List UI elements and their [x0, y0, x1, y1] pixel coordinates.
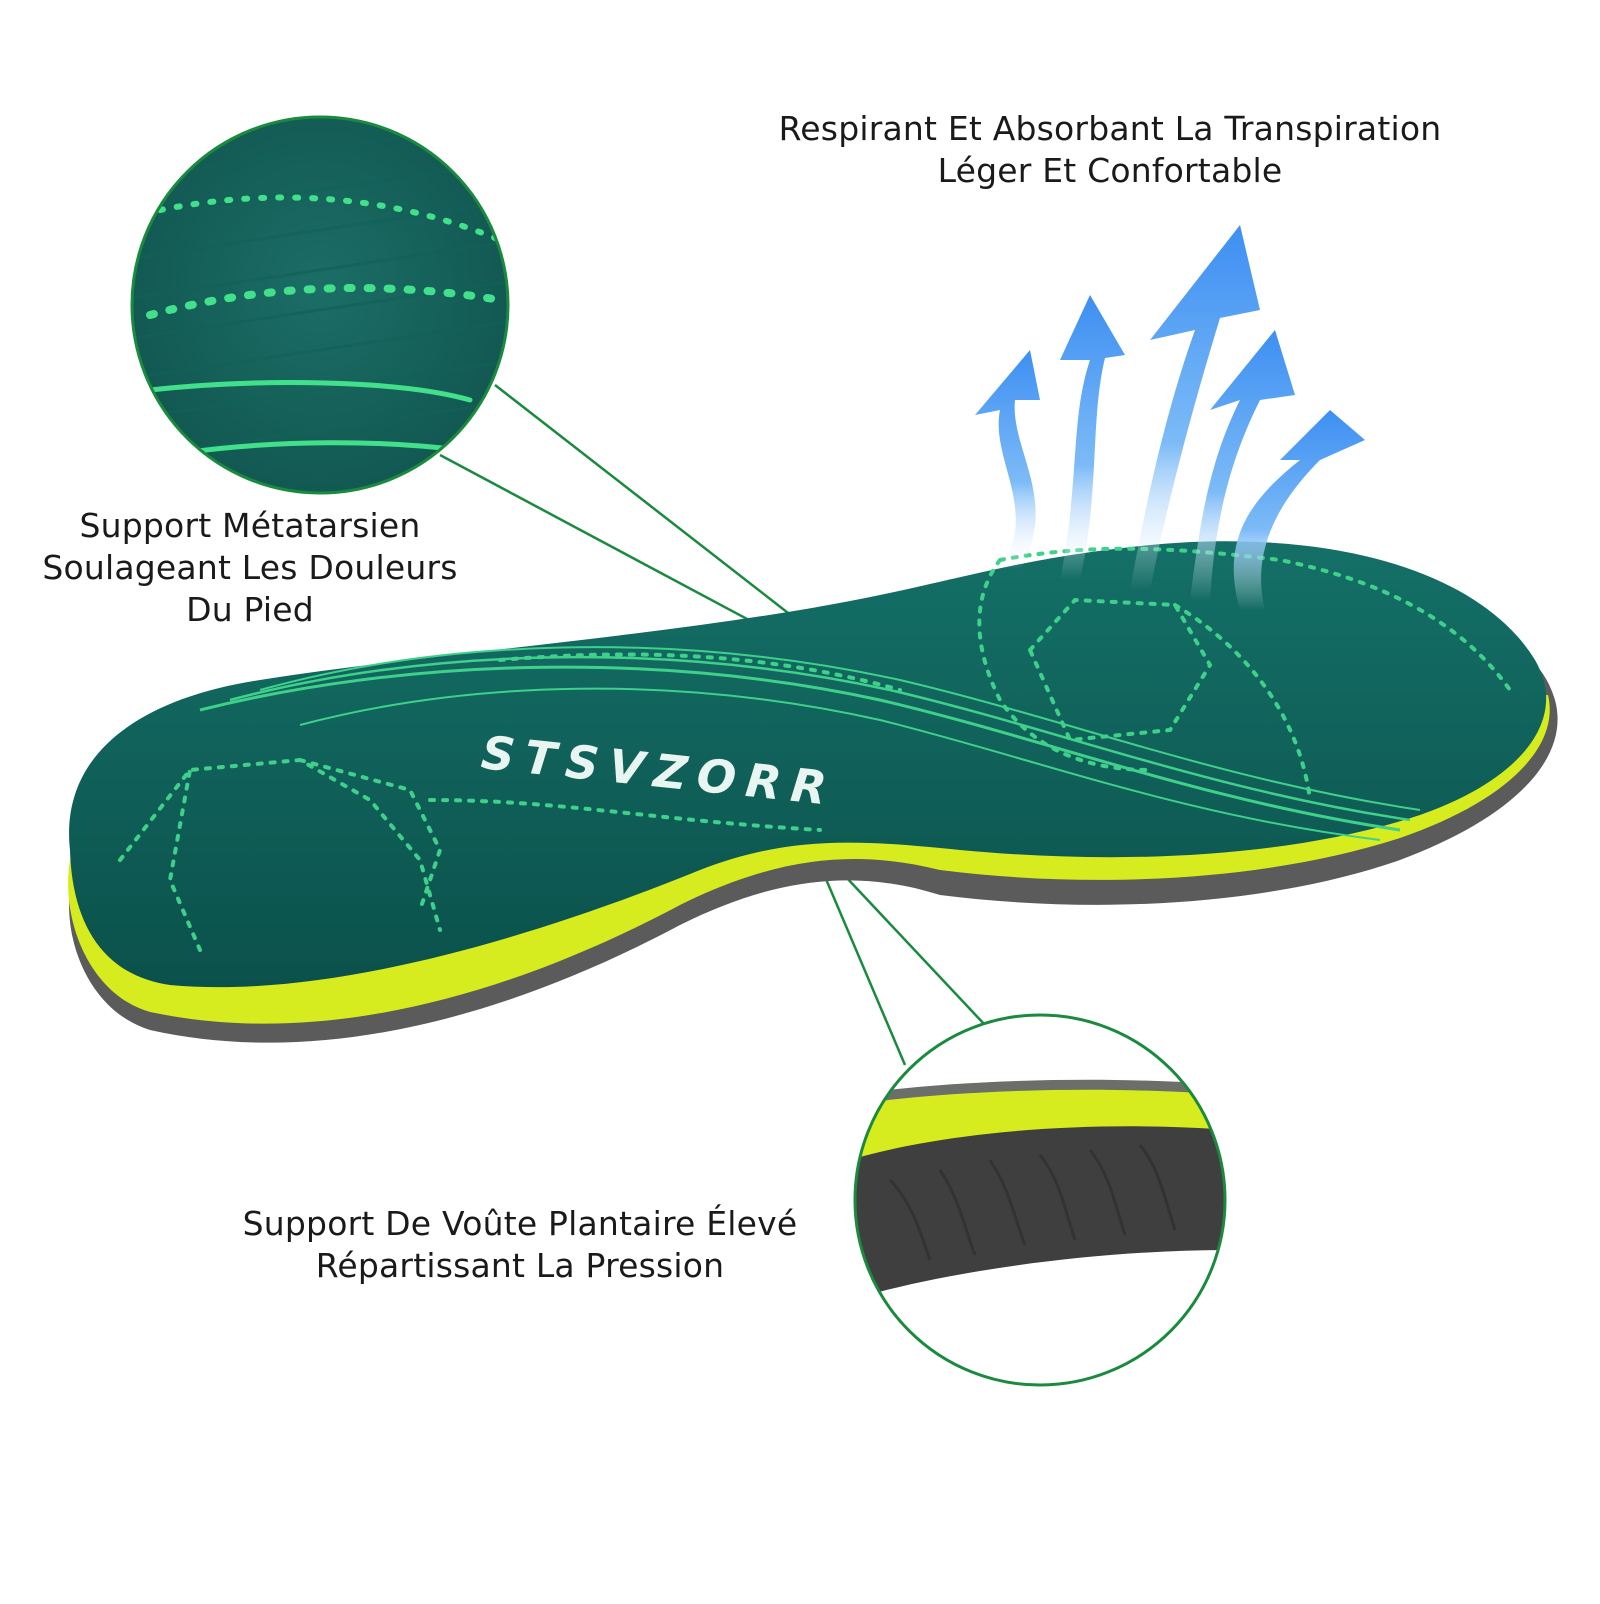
arch-zoom-circle — [853, 1013, 1227, 1387]
metatarsal-zoom-circle — [130, 115, 510, 495]
caption-arch-line1: Support De Voûte Plantaire Élevé — [242, 1204, 798, 1243]
airflow-arrows-icon — [975, 225, 1365, 610]
caption-metatarsal-line2: Soulageant Les Douleurs — [42, 548, 458, 587]
caption-metatarsal: Support Métatarsien Soulageant Les Doule… — [10, 505, 490, 631]
caption-metatarsal-line1: Support Métatarsien — [79, 506, 421, 545]
caption-arch-support: Support De Voûte Plantaire Élevé Réparti… — [215, 1203, 825, 1287]
caption-breathable-line1: Respirant Et Absorbant La Transpiration — [778, 109, 1442, 148]
caption-breathable: Respirant Et Absorbant La Transpiration … — [740, 108, 1480, 192]
insole-pattern — [118, 546, 1512, 952]
insole-top-surface — [69, 541, 1547, 988]
caption-arch-line2: Répartissant La Pression — [315, 1246, 725, 1285]
caption-metatarsal-line3: Du Pied — [186, 590, 314, 629]
caption-breathable-line2: Léger Et Confortable — [937, 151, 1283, 190]
